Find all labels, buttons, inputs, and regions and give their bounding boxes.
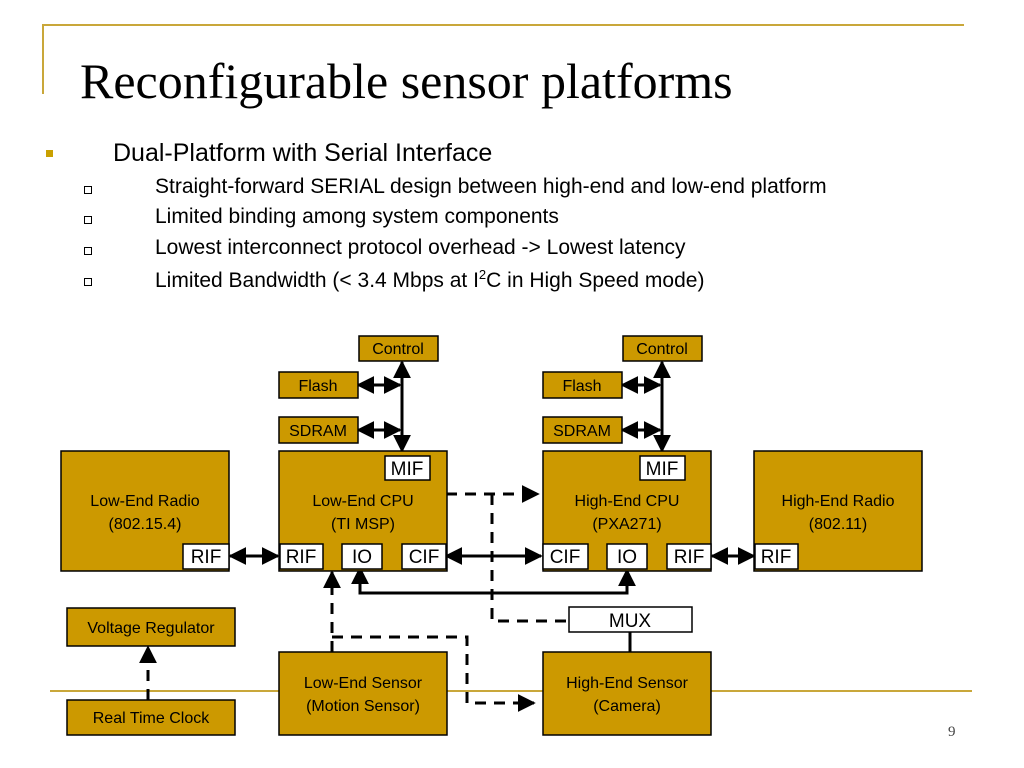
low-end-sensor-spec: (Motion Sensor) [306,698,420,715]
rif-label-low-radio: RIF [191,547,222,568]
high-end-cpu-spec: (PXA271) [592,516,661,533]
flash-label-left: Flash [298,378,337,395]
high-end-radio-name: High-End Radio [782,493,895,510]
subbullet-lowest-overhead: Lowest interconnect protocol overhead ->… [84,236,984,266]
real-time-clock-label: Real Time Clock [93,710,210,727]
mif-label-right: MIF [646,459,679,480]
rif-label-high-radio: RIF [761,547,792,568]
top-rule [42,24,964,26]
left-rule [42,24,44,94]
low-end-radio-spec: (802.15.4) [109,516,182,533]
io-label-high-cpu: IO [617,547,637,568]
subbullet-serial-design: Straight-forward SERIAL design between h… [84,175,984,205]
bullet-dual-platform: Dual-Platform with Serial Interface [113,139,493,167]
mif-label-left: MIF [391,459,424,480]
high-end-cpu-name: High-End CPU [575,493,680,510]
mif-port-right [639,455,686,481]
low-end-cpu-name: Low-End CPU [312,493,413,510]
mux-label: MUX [609,611,652,632]
voltage-regulator-box [66,607,236,647]
low-end-sensor-box [278,651,448,736]
rif-port-low-cpu [279,543,324,570]
cif-label-low-cpu: CIF [409,547,440,568]
control-box-right [622,335,703,362]
cif-port-high-cpu [542,543,589,570]
sdram-label-left: SDRAM [289,423,347,440]
io-port-low-cpu [341,543,383,570]
io-port-high-cpu [606,543,648,570]
bullet-square-icon [46,150,53,157]
hollow-square-bullet-icon [84,216,92,224]
flash-box-left [278,371,359,399]
low-end-radio-name: Low-End Radio [90,493,200,510]
control-label-left: Control [372,341,424,358]
high-end-sensor-spec: (Camera) [593,698,661,715]
real-time-clock-box [66,699,236,736]
sdram-label-right: SDRAM [553,423,611,440]
flash-box-right [542,371,623,399]
cif-port-low-cpu [401,543,447,570]
low-end-cpu-spec: (TI MSP) [331,516,395,533]
high-end-sensor-name: High-End Sensor [566,675,689,692]
low-end-sensor-name: Low-End Sensor [304,675,423,692]
rif-port-high-radio [754,543,799,570]
high-end-sensor-box [542,651,712,736]
mux-dashed-link [490,494,567,623]
page-number: 9 [948,724,956,740]
voltage-regulator-label: Voltage Regulator [87,620,215,637]
bottom-rule [50,690,972,692]
mif-port-left [384,455,431,481]
rif-label-high-cpu: RIF [674,547,705,568]
hollow-square-bullet-icon [84,247,92,255]
hollow-square-bullet-icon [84,186,92,194]
slide-title: Reconfigurable sensor platforms [80,53,733,109]
subbullet-limited-binding: Limited binding among system components [84,205,984,235]
cif-label-high-cpu: CIF [550,547,581,568]
rif-port-low-radio [182,543,230,570]
subbullet-limited-bandwidth: Limited Bandwidth (< 3.4 Mbps at I2C in … [84,267,984,297]
mux-box [568,606,693,633]
sdram-box-right [542,416,623,444]
io-label-low-cpu: IO [352,547,372,568]
control-label-right: Control [636,341,688,358]
hollow-square-bullet-icon [84,278,92,286]
flash-label-right: Flash [562,378,601,395]
low-sensor-mux-dashed [332,635,536,712]
rif-port-high-cpu [666,543,712,570]
high-end-radio-spec: (802.11) [809,516,867,533]
sdram-box-left [278,416,359,444]
rif-label-low-cpu: RIF [286,547,317,568]
control-box-left [358,335,439,362]
